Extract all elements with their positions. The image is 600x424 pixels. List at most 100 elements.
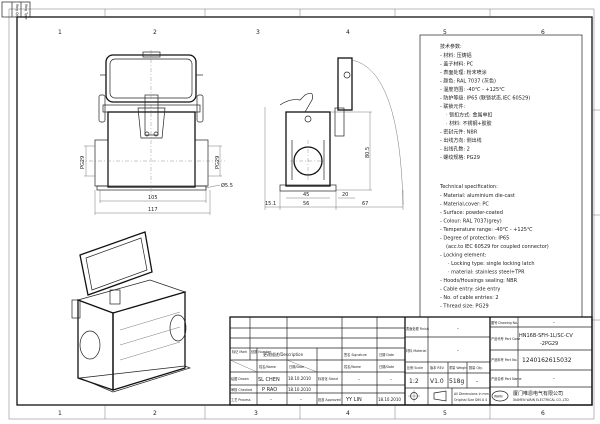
process-label: 工艺 Process [231, 397, 251, 402]
drawing-no-value: - [553, 320, 555, 326]
zone-top-1: 1 [58, 29, 62, 36]
description-header: 更改描述/Description [263, 351, 304, 357]
spec-en-item: - Hoods/Housings sealing: NBR [440, 278, 518, 284]
dim-56: 56 [303, 201, 309, 207]
dim-hole-diameter: Ø5.5 [221, 182, 233, 189]
size-note: Original Size DIN A 4 [454, 398, 487, 402]
zone-top-6: 6 [541, 29, 545, 36]
material-label: 材料 Material [406, 348, 426, 353]
zone-top-2: 2 [153, 29, 157, 36]
qty-label: 数量 Qty. [469, 365, 483, 370]
spec-en-item: - Material,cover: PC [440, 202, 489, 208]
spec-cn-item: · 材料: 不锈钢+胶胶 [446, 120, 492, 127]
units-note: All Dimensions in mm [454, 392, 489, 396]
mark-header: 标记 Mark [232, 349, 247, 354]
checked-name: P RAO [262, 387, 277, 393]
spec-en-item: - Thread size: PG29 [440, 304, 489, 310]
part-code-value-line2: -2PG29 [540, 341, 558, 347]
material-value: - [457, 348, 459, 354]
drawing-no-label: 图号 Drawing No. [491, 320, 518, 325]
zone-bottom-5: 5 [443, 410, 447, 417]
dim-45: 45 [303, 192, 309, 198]
finish-label: 表面处理 Finish [406, 326, 429, 331]
part-name-label: 产品名称 Part Name [491, 376, 522, 381]
checked-label: 审核 Checked [231, 387, 252, 392]
company-name-en: XIAMEN WAIN ELECTRICAL CO.,LTD [513, 398, 569, 402]
qty-value: - [476, 378, 478, 385]
spec-cn-item: - 表面处理: 粉末喷涂 [440, 69, 487, 76]
rev-value: V1.0 [430, 378, 444, 385]
dim-105: 105 [148, 195, 158, 201]
drawn-name: SL CHEN [258, 377, 280, 383]
spec-cn-title: 技术参数: [440, 43, 462, 50]
dim-117: 117 [148, 207, 158, 213]
spec-cn-item: - 出线方向: 侧出线 [440, 137, 482, 144]
scale-value: 1:2 [409, 378, 419, 385]
spec-cn-item: - 颜色: RAL 7037 (灰色) [440, 78, 496, 85]
side-view: 80.5 45 20 15.1 56 67 [264, 57, 404, 210]
spec-en-item: - Colour: RAL 7037(grey) [440, 219, 502, 225]
spec-cn-item: - 温度范围: -40℃ - +125℃ [440, 86, 505, 93]
spec-cn-item: - 密封元件: NBR [440, 129, 478, 136]
part-code-label: 产品代号 Part Code [491, 336, 520, 341]
first-angle-projection-icon [408, 390, 447, 402]
zone-bottom-1: 1 [58, 410, 62, 417]
process-name: - [270, 397, 272, 403]
spec-cn-item: - 螺纹规格: PG29 [440, 154, 480, 161]
spec-cn-item: · 锁扣方式: 金属单扣 [446, 112, 492, 119]
approved-name: YY LIN [345, 397, 362, 403]
spec-en-item: (acc.to IEC 60529 for coupled connector) [446, 244, 549, 250]
number-header: 处数 Number [251, 349, 272, 354]
weight-value: 518g [449, 378, 464, 385]
outer-frame [8, 8, 595, 420]
rev-label: 版本 REV. [430, 365, 445, 370]
zone-markers: 1 2 3 4 5 6 1 2 3 4 5 6 [58, 9, 600, 419]
spec-en: Technical specification: - Material: alu… [439, 184, 549, 310]
logo-text: WAIN [494, 395, 503, 399]
date-header-2: 日期/Date [289, 364, 304, 369]
name-header: 姓名/Name [259, 364, 276, 369]
dim-15-1: 15.1 [265, 201, 276, 207]
approved-date: 18.10.2010 [378, 397, 401, 402]
spec-cn-item: - 防护等级: IP65 (联锁状态,IEC 60529) [440, 95, 530, 102]
spec-en-title: Technical specification: [439, 184, 498, 190]
dim-20: 20 [342, 192, 348, 198]
title-block: 标记 Mark 处数 Number 更改描述/Description 签名 Si… [229, 316, 593, 406]
stand-name: - [358, 377, 360, 383]
zone-bottom-2: 2 [153, 410, 157, 417]
spec-en-item: - No. of cable entries: 2 [440, 295, 499, 301]
name-header-2: 姓名/Name [344, 364, 361, 369]
part-code-value: HN16B-SFH-1L/SC-CV [519, 333, 573, 339]
scale-label: 比例 Scale [407, 365, 423, 370]
spec-cn-item: - 联锁元件: [440, 103, 465, 110]
corner-table: Ring Qty Ring Type [1, 1, 31, 20]
zone-top-5: 5 [443, 29, 447, 36]
part-no-value: 1240162615032 [522, 357, 572, 364]
dim-67: 67 [362, 201, 368, 207]
spec-en-item: - Locking element: [440, 253, 487, 259]
finish-value: - [457, 326, 459, 332]
spec-en-item: - Temperature range: -40℃ - +125℃ [440, 227, 533, 233]
checked-date: 18.10.2010 [288, 387, 311, 392]
part-name-value: - [553, 376, 555, 382]
zone-bottom-4: 4 [346, 410, 350, 417]
spec-cn-item: - 材料: 压铸铝 [440, 52, 472, 59]
dim-pg29-left: PG29 [80, 156, 86, 169]
isometric-view [71, 231, 192, 393]
zone-top-4: 4 [346, 29, 350, 36]
drawn-date: 18.10.2010 [288, 376, 311, 381]
approved-label: 批准 Approved [318, 397, 341, 402]
stand-date: - [390, 377, 392, 383]
zone-bottom-3: 3 [254, 410, 258, 417]
corner-label-1: Ring Qty [15, 4, 19, 18]
spec-en-item: - Cable entry: side entry [440, 287, 500, 293]
spec-en-item: - Material: aluminium die-cast [440, 193, 515, 199]
corner-label-2: Ring Type [24, 4, 28, 20]
date-header: 日期 Date [379, 352, 394, 357]
zone-top-3: 3 [256, 29, 260, 36]
drawn-label: 绘图 Drawn [231, 376, 249, 381]
front-view: PG29 PG29 Ø5.5 105 117 [80, 50, 233, 215]
spec-cn-item: - 出线孔数: 2 [440, 146, 470, 153]
date-header-3: 日期/Date [379, 364, 394, 369]
